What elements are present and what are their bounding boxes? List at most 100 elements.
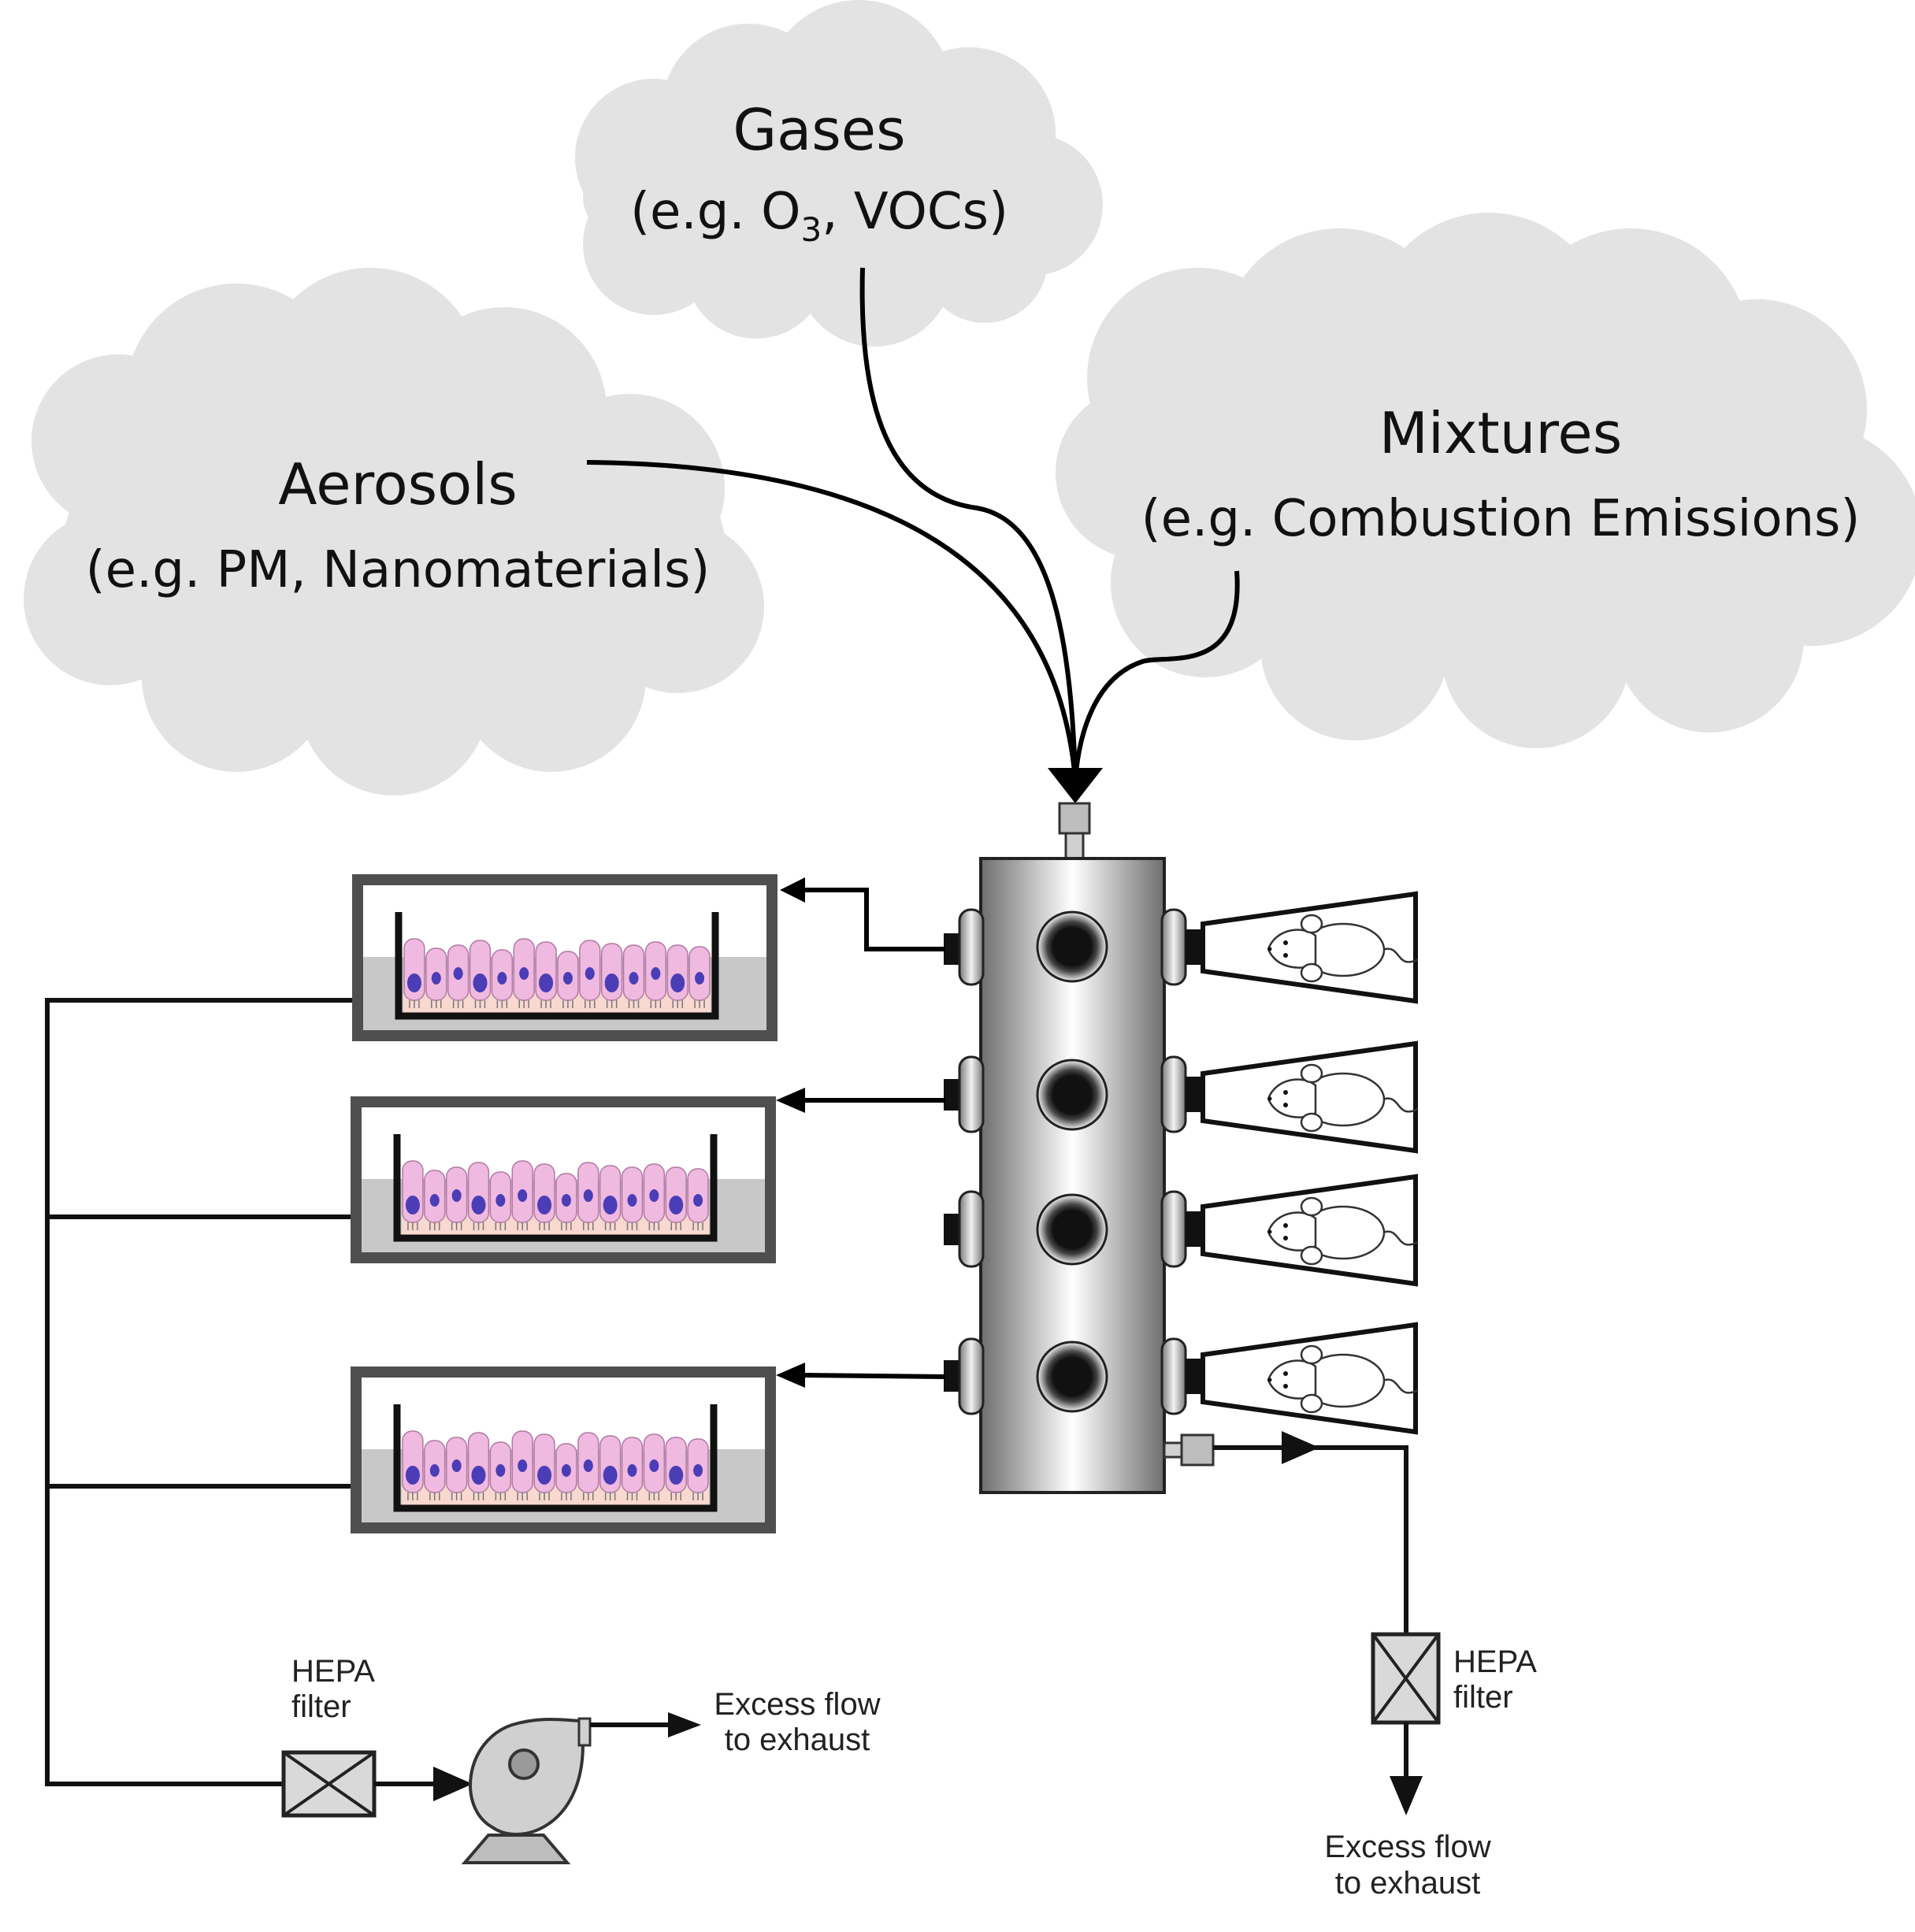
mouse-holder-1 — [1201, 891, 1419, 1004]
right-hepa-label-line2: filter — [1453, 1680, 1513, 1715]
outlet-stem — [1163, 1441, 1183, 1459]
cell-nucleus — [518, 1189, 528, 1202]
mouse-holder-4 — [1201, 1322, 1419, 1435]
inlet-connector — [1058, 802, 1091, 835]
aerosols-title: Aerosols — [278, 451, 517, 517]
cell-nucleus — [561, 1194, 571, 1207]
cell-nucleus — [431, 972, 441, 985]
cell-nucleus — [651, 967, 661, 980]
gases-flow-arrow — [859, 267, 1078, 781]
right-exhaust-label-line1: Excess flow — [1324, 1830, 1490, 1864]
cell-nucleus — [627, 1194, 637, 1207]
chamber-window-4 — [1036, 1341, 1108, 1413]
gases-cloud — [575, 0, 1103, 347]
left-port-1 — [944, 908, 985, 986]
cell-nucleus — [519, 967, 529, 980]
right-exhaust-label-line2: to exhaust — [1335, 1866, 1481, 1900]
mixtures-flow-arrow — [1073, 570, 1240, 781]
cell-nucleus — [497, 972, 507, 985]
cell-nucleus — [603, 1196, 618, 1214]
cell-nucleus — [537, 1466, 552, 1485]
right-port-4 — [1160, 1337, 1203, 1415]
gases-title: Gases — [733, 97, 905, 163]
left-exhaust-label-line1: Excess flow — [714, 1687, 880, 1722]
cell-nucleus — [429, 1464, 440, 1477]
outlet-flow-arrowhead — [1282, 1431, 1319, 1464]
mouse-icon — [1267, 1344, 1419, 1414]
left-manifold-pipe — [45, 998, 352, 1786]
mixtures-title: Mixtures — [1379, 400, 1622, 466]
cell-nucleus — [406, 973, 421, 992]
chamber-outlet-pipe — [1213, 1445, 1408, 1634]
left-hepa-filter — [281, 1750, 377, 1818]
mixtures-cloud — [1056, 213, 1915, 748]
culture-3-arrowhead — [776, 1363, 805, 1388]
inlet-stem — [1064, 832, 1085, 860]
left-port-4 — [944, 1337, 985, 1415]
cell-nucleus — [561, 1464, 571, 1477]
cell-nucleus — [562, 972, 573, 985]
cell-nucleus — [539, 973, 554, 992]
cell-nucleus — [518, 1459, 528, 1472]
right-hepa-label-line1: HEPA — [1453, 1645, 1537, 1679]
chamber-to-culture-1-arrow — [803, 888, 945, 951]
cell-nucleus — [693, 1194, 703, 1207]
right-port-1 — [1160, 908, 1203, 986]
mixtures-subtitle: (e.g. Combustion Emissions) — [1141, 490, 1861, 548]
mouse-holder-3 — [1201, 1174, 1419, 1287]
right-port-2 — [1160, 1055, 1203, 1133]
cell-nucleus — [453, 967, 463, 980]
exposure-chamber — [944, 802, 1215, 1494]
blower-pump — [461, 1717, 592, 1864]
blower-inlet-arrowhead — [433, 1767, 473, 1801]
left-port-3 — [944, 1190, 985, 1268]
cell-nucleus — [629, 972, 639, 985]
mouse-icon — [1267, 1063, 1419, 1133]
cell-nucleus — [669, 1466, 684, 1485]
chamber-to-culture-3-arrow — [803, 1373, 946, 1379]
cell-nucleus — [583, 1459, 593, 1472]
chamber-window-3 — [1036, 1193, 1108, 1266]
inlet-arrowhead — [1048, 768, 1103, 803]
cell-nucleus — [537, 1196, 552, 1214]
cell-nucleus — [627, 1464, 637, 1477]
culture-2-arrowhead — [776, 1088, 805, 1113]
blower-outlet-arrowhead — [668, 1712, 701, 1737]
cell-culture-box-1 — [352, 874, 778, 1041]
cell-nucleus — [603, 1466, 618, 1485]
culture-1-arrowhead — [780, 877, 805, 903]
cell-nucleus — [451, 1189, 462, 1202]
cell-nucleus — [583, 1189, 593, 1202]
cell-nucleus — [471, 1466, 486, 1485]
aerosols-subtitle: (e.g. PM, Nanomaterials) — [86, 541, 711, 599]
cell-nucleus — [495, 1464, 506, 1477]
left-hepa-label-line2: filter — [291, 1689, 351, 1724]
left-port-2 — [944, 1055, 985, 1133]
transwell-insert — [393, 1134, 718, 1242]
outlet-connector — [1180, 1433, 1215, 1467]
aerosols-cloud — [24, 268, 764, 795]
right-hepa-filter — [1371, 1632, 1441, 1725]
cell-nucleus — [585, 967, 595, 980]
cell-nucleus — [695, 972, 705, 985]
cell-nucleus — [604, 973, 619, 992]
aerosols-flow-arrow — [586, 460, 1078, 781]
left-exhaust-label-line2: to exhaust — [725, 1722, 870, 1757]
transwell-insert — [393, 1404, 718, 1512]
cell-nucleus — [495, 1194, 506, 1207]
cell-nucleus — [670, 973, 685, 992]
chamber-window-1 — [1036, 910, 1108, 983]
transwell-insert — [395, 912, 719, 1020]
cell-nucleus — [693, 1464, 703, 1477]
cell-nucleus — [471, 1196, 486, 1214]
chamber-window-2 — [1036, 1059, 1108, 1131]
gases-subtitle: (e.g. O3, VOCs) — [630, 183, 1008, 249]
cell-nucleus — [649, 1189, 659, 1202]
cell-nucleus — [473, 973, 488, 992]
right-exhaust-arrowhead — [1390, 1776, 1423, 1815]
cell-nucleus — [649, 1459, 659, 1472]
mouse-icon — [1267, 914, 1419, 983]
cell-nucleus — [669, 1196, 684, 1214]
cell-nucleus — [405, 1466, 420, 1485]
